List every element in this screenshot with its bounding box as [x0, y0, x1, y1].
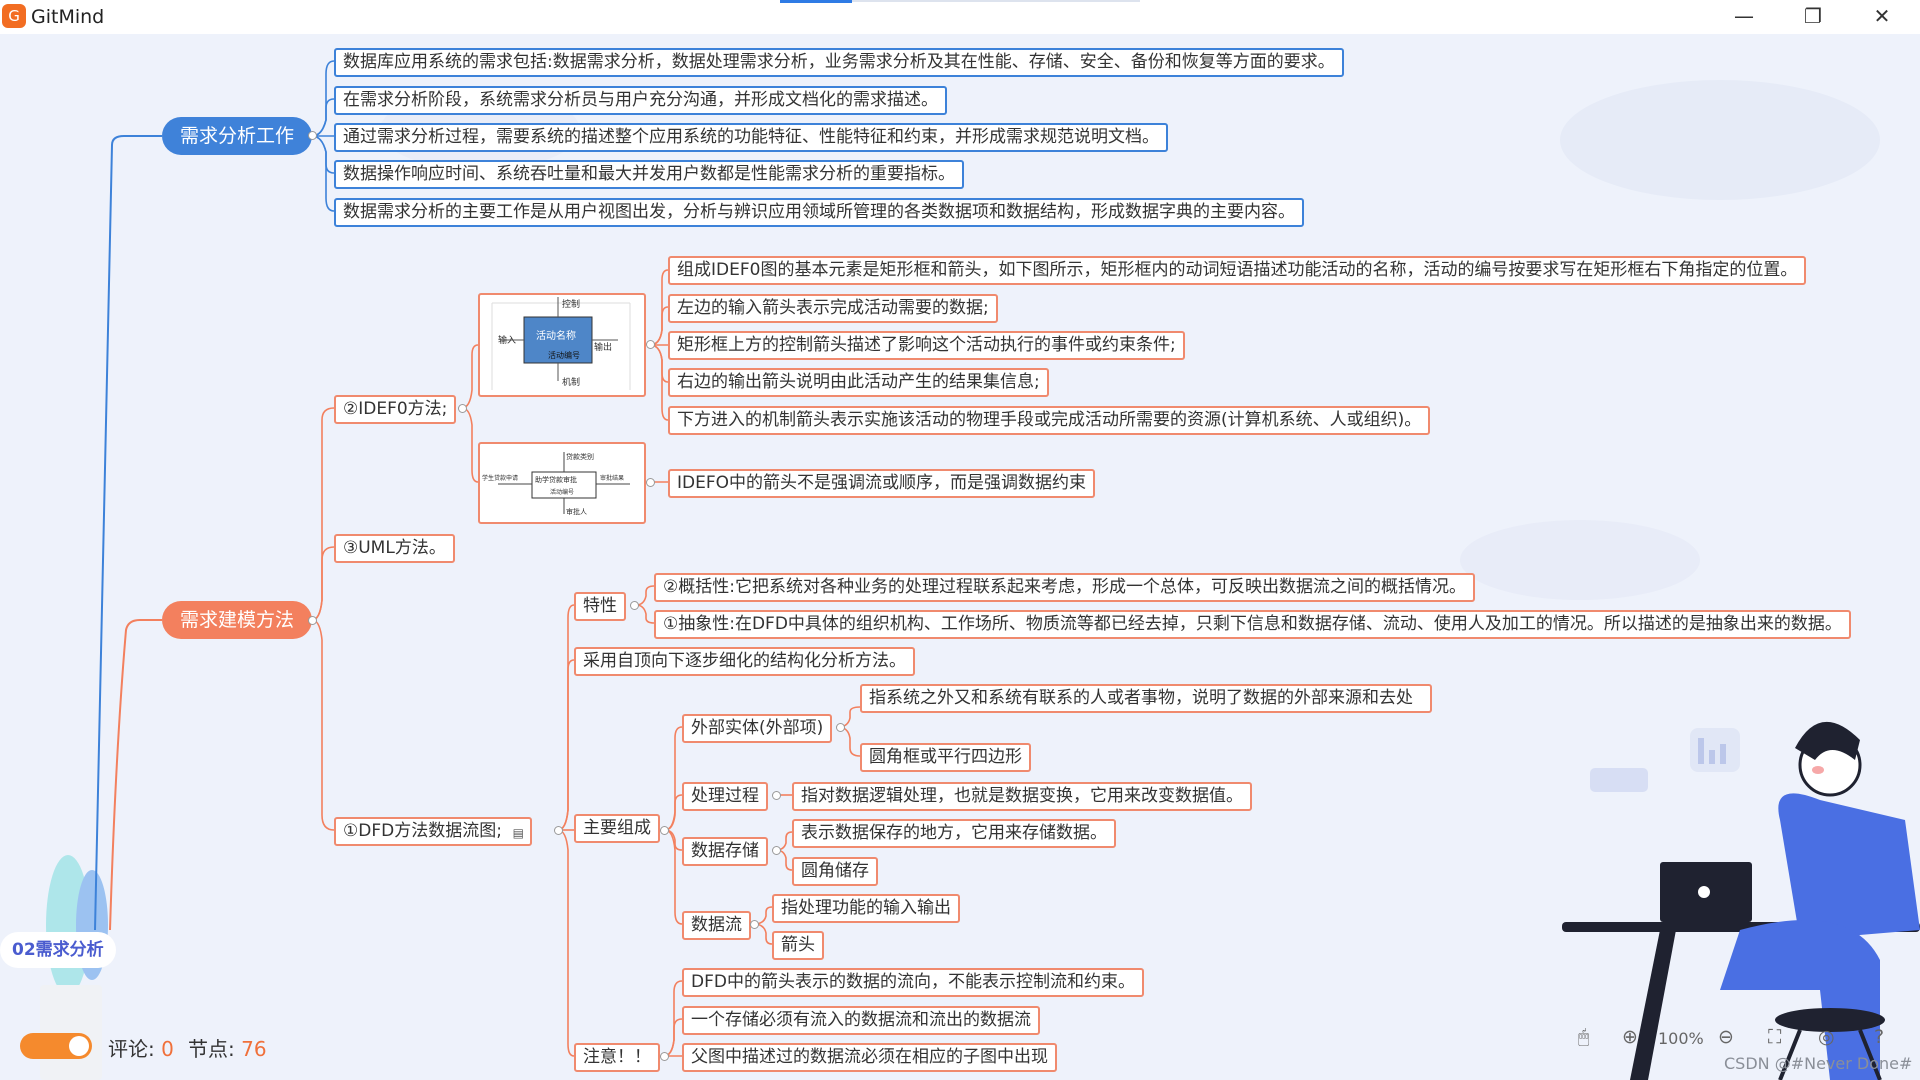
- note-item-1[interactable]: DFD中的箭头表示的数据的流向，不能表示控制流和约束。: [682, 968, 1144, 997]
- idef0-item-1[interactable]: 组成IDEF0图的基本元素是矩形框和箭头，如下图所示，矩形框内的动词短语描述功能…: [668, 256, 1807, 285]
- idef0-example-image[interactable]: 贷款类别 学生贷款申请 助学贷款审批 活动编号 审批结果 审批人: [478, 442, 646, 524]
- collapse-toggle[interactable]: [836, 723, 845, 732]
- collapse-toggle[interactable]: [458, 404, 467, 413]
- approver-label: 审批人: [566, 507, 587, 516]
- idef0-method-node[interactable]: ②IDEF0方法;: [334, 395, 457, 424]
- zoom-level: 100%: [1658, 1029, 1704, 1048]
- data-store-shape[interactable]: 圆角储存: [792, 857, 878, 886]
- idef0-example-diagram: 贷款类别 学生贷款申请 助学贷款审批 活动编号 审批结果 审批人: [482, 452, 630, 516]
- requirements-item-5[interactable]: 数据需求分析的主要工作是从用户视图出发，分析与辨识应用领域所管理的各类数据项和数…: [334, 198, 1304, 227]
- view-mode-icon[interactable]: ◎: [1818, 1026, 1835, 1048]
- requirements-item-4[interactable]: 数据操作响应时间、系统吞吐量和最大并发用户数都是性能需求分析的重要指标。: [334, 160, 964, 189]
- node-count: 节点: 76: [188, 1033, 267, 1062]
- dfd-topdown-node[interactable]: 采用自顶向下逐步细化的结构化分析方法。: [574, 647, 915, 676]
- collapse-toggle[interactable]: [554, 826, 563, 835]
- toggle-knob: [69, 1036, 89, 1056]
- data-flow-node[interactable]: 数据流: [682, 911, 751, 940]
- branch-modeling-methods[interactable]: 需求建模方法: [162, 601, 312, 639]
- comment-count[interactable]: 评论: 0: [108, 1033, 174, 1062]
- external-entity-shape[interactable]: 圆角框或平行四边形: [860, 743, 1031, 772]
- dfd-method-node[interactable]: ①DFD方法数据流图; ▤: [334, 817, 532, 846]
- mechanism-label: 机制: [562, 376, 580, 388]
- idef0-item-2[interactable]: 左边的输入箭头表示完成活动需要的数据;: [668, 294, 998, 323]
- idef0-diagram: 控制 输入 输出 机制 活动名称 活动编号: [491, 297, 631, 390]
- feature-item-2[interactable]: ①抽象性:在DFD中具体的组织机构、工作场所、物质流等都已经去掉，只剩下信息和数…: [654, 610, 1851, 639]
- tab-strip[interactable]: [780, 0, 1140, 3]
- active-tab-indicator: [780, 0, 852, 3]
- data-store-node[interactable]: 数据存储: [682, 837, 768, 866]
- fullscreen-icon[interactable]: ⛶: [1768, 1026, 1782, 1048]
- requirements-item-3[interactable]: 通过需求分析过程，需要系统的描述整个应用系统的功能特征、性能特征和约束，并形成需…: [334, 123, 1168, 152]
- collapse-toggle[interactable]: [772, 791, 781, 800]
- collapse-toggle[interactable]: [308, 131, 317, 140]
- root-node[interactable]: 02需求分析: [0, 932, 116, 968]
- student-loan-label: 学生贷款申请: [482, 474, 518, 482]
- collapse-toggle[interactable]: [646, 340, 655, 349]
- idefo-arrow-note[interactable]: IDEFO中的箭头不是强调流或顺序，而是强调数据约束: [668, 469, 1096, 498]
- note-icon[interactable]: ▤: [512, 826, 524, 840]
- dfd-feature-node[interactable]: 特性: [574, 592, 626, 621]
- output-label: 输出: [594, 341, 612, 353]
- control-label: 控制: [562, 298, 580, 310]
- node-value: 76: [241, 1037, 267, 1061]
- title-bar: G GitMind — ❐ ✕: [0, 0, 1920, 34]
- zoom-out-icon[interactable]: ⊖: [1718, 1026, 1734, 1048]
- node-label: 节点:: [188, 1037, 235, 1061]
- idef0-diagram-image[interactable]: 控制 输入 输出 机制 活动名称 活动编号: [478, 293, 646, 397]
- idef0-item-4[interactable]: 右边的输出箭头说明由此活动产生的结果集信息;: [668, 368, 1049, 397]
- collapse-toggle[interactable]: [630, 601, 639, 610]
- uml-method-node[interactable]: ③UML方法。: [334, 534, 455, 563]
- mouse-mode-icon[interactable]: 🖱: [1578, 1026, 1590, 1048]
- dfd-method-label: ①DFD方法数据流图;: [343, 821, 502, 841]
- branch-requirements-analysis[interactable]: 需求分析工作: [162, 117, 312, 155]
- shapes-bubble-icon: [1590, 768, 1648, 792]
- comment-value: 0: [161, 1037, 174, 1061]
- collapse-toggle[interactable]: [660, 826, 669, 835]
- external-entity-desc[interactable]: 指系统之外又和系统有联系的人或者事物，说明了数据的外部来源和去处: [860, 684, 1432, 713]
- feature-item-1[interactable]: ②概括性:它把系统对各种业务的处理过程联系起来考虑，形成一个总体，可反映出数据流…: [654, 573, 1475, 602]
- data-flow-desc[interactable]: 指处理功能的输入输出: [772, 894, 960, 923]
- note-item-2[interactable]: 一个存储必须有流入的数据流和流出的数据流: [682, 1006, 1040, 1035]
- dfd-notes-node[interactable]: 注意！！: [574, 1043, 660, 1072]
- help-icon[interactable]: ?: [1874, 1026, 1885, 1048]
- minimize-button[interactable]: —: [1734, 4, 1754, 28]
- activity-id-label: 活动编号: [548, 350, 580, 360]
- app-title: GitMind: [31, 6, 105, 28]
- comment-label: 评论:: [108, 1037, 155, 1061]
- requirements-item-1[interactable]: 数据库应用系统的需求包括:数据需求分析，数据处理需求分析，业务需求分析及其在性能…: [334, 48, 1344, 77]
- zoom-in-icon[interactable]: ⊕: [1622, 1026, 1638, 1048]
- collapse-toggle[interactable]: [660, 1052, 669, 1061]
- restore-button[interactable]: ❐: [1804, 4, 1822, 28]
- collapse-toggle[interactable]: [646, 478, 655, 487]
- outline-toggle[interactable]: [20, 1033, 92, 1059]
- collapse-toggle[interactable]: [750, 920, 759, 929]
- loan-approval-label: 助学贷款审批: [535, 475, 577, 484]
- requirements-item-2[interactable]: 在需求分析阶段，系统需求分析员与用户充分沟通，并形成文档化的需求描述。: [334, 86, 947, 115]
- close-button[interactable]: ✕: [1873, 4, 1891, 28]
- activity-name-label: 活动名称: [536, 329, 576, 342]
- activity-id-label-2: 活动编号: [550, 488, 574, 496]
- approval-result-label: 审批结果: [600, 474, 624, 482]
- note-item-3[interactable]: 父图中描述过的数据流必须在相应的子图中出现: [682, 1043, 1057, 1072]
- collapse-toggle[interactable]: [772, 846, 781, 855]
- process-node[interactable]: 处理过程: [682, 782, 768, 811]
- idef0-item-5[interactable]: 下方进入的机制箭头表示实施该活动的物理手段或完成活动所需要的资源(计算机系统、人…: [668, 406, 1431, 435]
- dfd-components-node[interactable]: 主要组成: [574, 814, 660, 843]
- watermark: CSDN @#Never Done#: [1724, 1054, 1913, 1073]
- process-desc[interactable]: 指对数据逻辑处理，也就是数据变换，它用来改变数据值。: [792, 782, 1252, 811]
- input-label: 输入: [498, 334, 516, 346]
- external-entity-node[interactable]: 外部实体(外部项): [682, 714, 833, 743]
- data-store-desc[interactable]: 表示数据保存的地方，它用来存储数据。: [792, 819, 1116, 848]
- data-flow-shape[interactable]: 箭头: [772, 931, 824, 960]
- loan-type-label: 贷款类别: [566, 452, 594, 461]
- idef0-item-3[interactable]: 矩形框上方的控制箭头描述了影响这个活动执行的事件或约束条件;: [668, 331, 1185, 360]
- collapse-toggle[interactable]: [308, 616, 317, 625]
- gitmind-logo-icon: G: [2, 4, 26, 28]
